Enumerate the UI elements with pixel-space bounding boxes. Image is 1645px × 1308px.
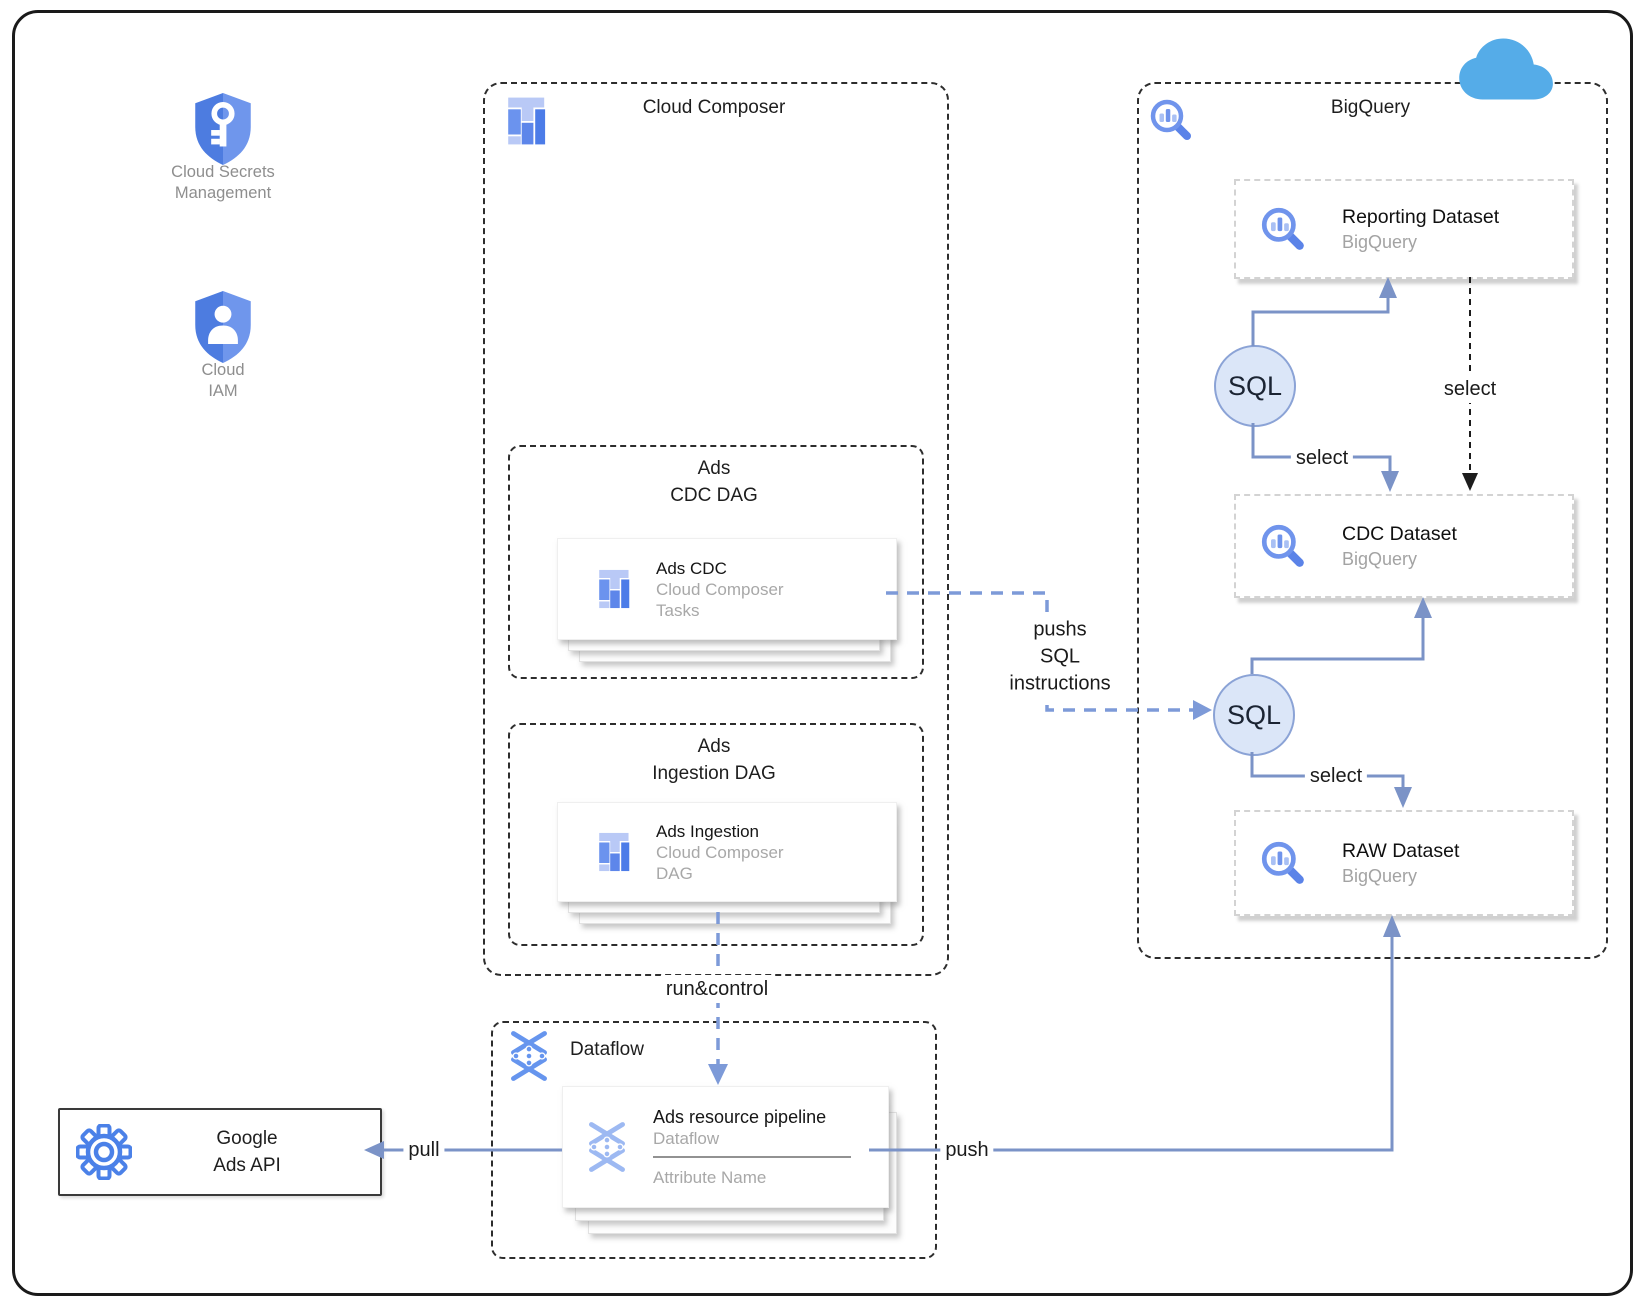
cloud-secrets-icon	[192, 92, 254, 166]
ads-cdc-dag-title: Ads CDC DAG	[670, 458, 758, 506]
cloud-secrets-label: Cloud Secrets Management	[171, 163, 275, 202]
pipeline-card-stack: Ads resource pipeline Dataflow Attribute…	[562, 1086, 897, 1234]
card-title: Ads CDC	[656, 558, 727, 578]
ads-cdc-card-stack: Ads CDC Cloud Composer Tasks	[557, 538, 897, 662]
dataflow-icon	[581, 1121, 633, 1173]
card-subtitle: Dataflow	[653, 1128, 720, 1148]
card-divider	[653, 1155, 851, 1158]
ads-ingestion-card-stack: Ads Ingestion Cloud Composer DAG	[557, 802, 897, 924]
dataset-subtitle: BigQuery	[1342, 232, 1418, 252]
dataset-subtitle: BigQuery	[1342, 549, 1418, 569]
sql-node-top: SQL	[1214, 345, 1296, 427]
edge-label-select: select	[1438, 375, 1502, 403]
bigquery-title: BigQuery	[1330, 97, 1411, 118]
outer-frame	[12, 10, 1633, 1296]
ads-ingestion-card: Ads Ingestion Cloud Composer DAG	[557, 802, 897, 902]
dataflow-title: Dataflow	[570, 1039, 644, 1060]
ads-ingestion-dag-container	[508, 723, 924, 946]
bigquery-icon	[1258, 521, 1308, 571]
card-subtitle: Tasks	[656, 600, 700, 620]
ads-cdc-card: Ads CDC Cloud Composer Tasks	[557, 538, 897, 640]
dataflow-icon	[503, 1030, 555, 1082]
ads-cdc-dag-container	[508, 445, 924, 679]
bigquery-icon	[1258, 838, 1308, 888]
ads-resource-pipeline-card: Ads resource pipeline Dataflow Attribute…	[562, 1086, 889, 1208]
google-ads-api-label: Google Ads API	[213, 1128, 281, 1176]
raw-dataset-card: RAW Dataset BigQuery	[1234, 810, 1574, 916]
edge-label-pushs-sql: pushs SQL instructions	[1004, 615, 1116, 699]
dataset-title: CDC Dataset	[1342, 523, 1457, 545]
cloud-composer-icon	[586, 830, 630, 874]
card-title: Ads Ingestion	[656, 821, 760, 841]
cloud-iam-icon	[192, 290, 254, 364]
card-subtitle: Cloud Composer	[656, 842, 784, 862]
dataset-title: RAW Dataset	[1342, 840, 1460, 862]
edge-label-push: push	[940, 1136, 994, 1164]
cdc-dataset-card: CDC Dataset BigQuery	[1234, 494, 1574, 598]
cloud-iam-label: Cloud IAM	[201, 361, 245, 400]
cloud-composer-title: Cloud Composer	[642, 97, 786, 118]
dataset-title: Reporting Dataset	[1342, 206, 1500, 228]
card-subtitle: Cloud Composer	[656, 579, 784, 599]
dataset-subtitle: BigQuery	[1342, 866, 1418, 886]
google-ads-api-box: Google Ads API	[58, 1108, 382, 1196]
cloud-icon	[1448, 34, 1563, 104]
edge-label-run-control: run&control	[660, 975, 774, 1003]
card-attribute: Attribute Name	[653, 1167, 767, 1187]
reporting-dataset-card: Reporting Dataset BigQuery	[1234, 179, 1574, 279]
edge-label-pull: pull	[403, 1136, 445, 1164]
cloud-composer-icon	[586, 567, 630, 611]
card-subtitle: DAG	[656, 863, 693, 883]
ads-ingestion-dag-title: Ads Ingestion DAG	[652, 736, 776, 784]
edge-label-select: select	[1290, 444, 1354, 472]
bigquery-icon	[1258, 204, 1308, 254]
sql-node-bottom: SQL	[1213, 674, 1295, 756]
gear-icon	[76, 1124, 132, 1180]
edge-label-select: select	[1304, 762, 1368, 790]
card-title: Ads resource pipeline	[653, 1106, 827, 1127]
